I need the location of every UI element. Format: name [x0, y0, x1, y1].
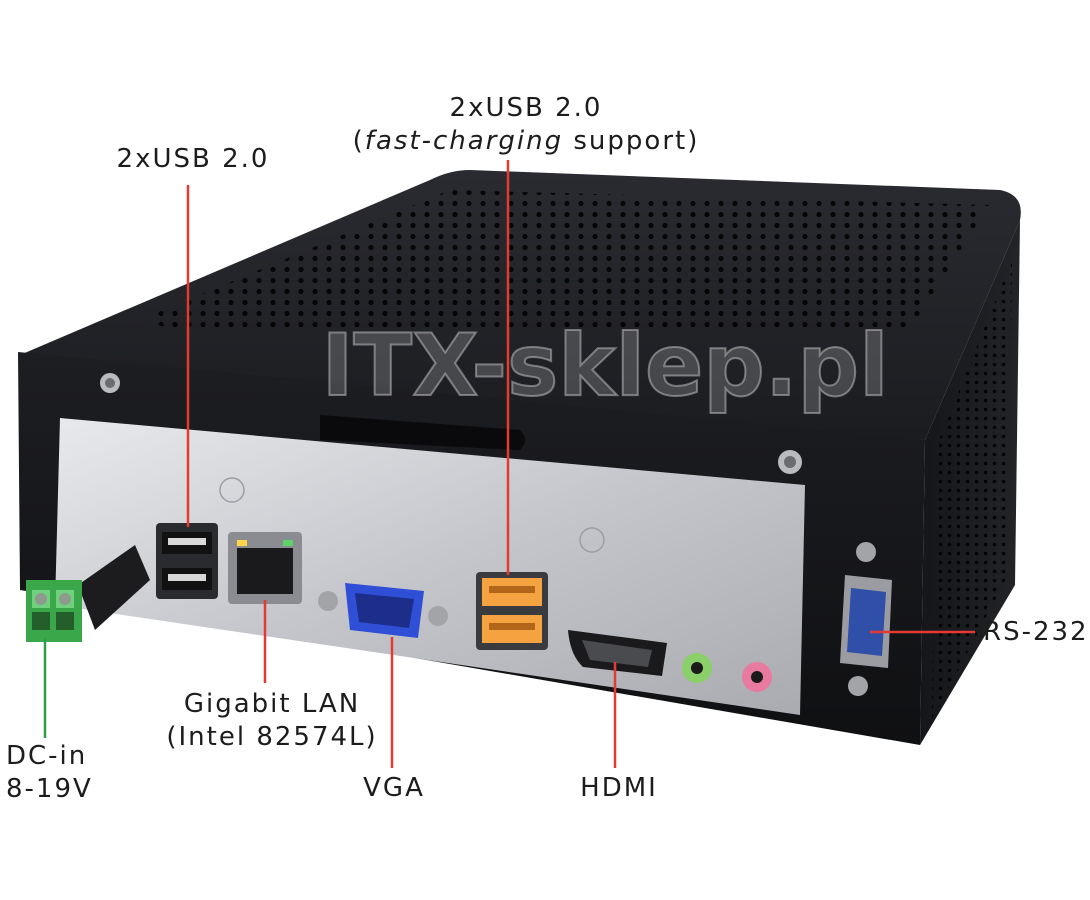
case-side: [920, 220, 1020, 745]
callout-rs232: RS-232: [983, 617, 1089, 647]
callout-usb-fast-charging: 2xUSB 2.0 (fast-charging support): [352, 93, 700, 156]
hdmi-port-icon: [568, 630, 667, 676]
usb-port-stack-left-icon: [156, 523, 218, 599]
callout-usb-left: 2xUSB 2.0: [116, 144, 270, 174]
lan-port-icon: [228, 532, 302, 604]
case-top: [20, 170, 1021, 440]
watermark-text: ITX-sklep.pl: [321, 316, 888, 416]
callout-vga: VGA: [363, 773, 425, 803]
usb-port-stack-fast-charging-icon: [476, 572, 548, 650]
vga-port-icon: [318, 583, 448, 638]
leader-lines: [43, 160, 975, 768]
callout-gigabit-lan: Gigabit LAN (Intel 82574L): [166, 689, 378, 752]
callout-dc-in: DC-in 8-19V: [6, 741, 93, 804]
dc-in-terminal-icon: [26, 545, 150, 642]
audio-jack-green-icon: [682, 653, 712, 683]
rs232-port-icon: [840, 542, 892, 696]
callout-hdmi: HDMI: [580, 773, 658, 803]
audio-jack-pink-icon: [742, 662, 772, 692]
